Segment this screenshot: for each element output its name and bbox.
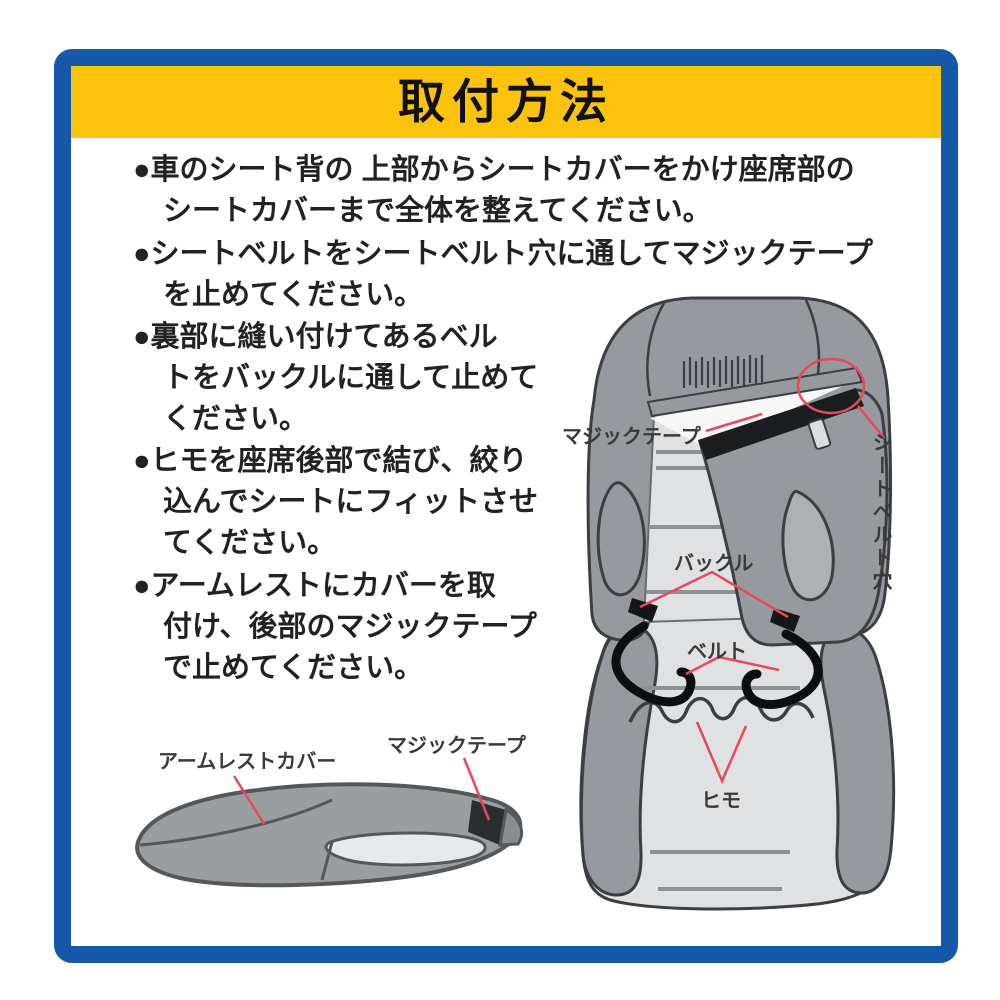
pointer-cord <box>695 721 748 785</box>
instruction-step-2: ●シートベルトをシートベルト穴に通してマジックテープ を止めてください。 <box>133 238 873 311</box>
armrest-illustration <box>135 782 523 888</box>
instruction-step-4: ●ヒモを座席後部で結び、絞り 込んでシートにフィットさせ てください。 <box>133 445 538 559</box>
label-armrest-cover: アームレストカバー <box>158 751 337 773</box>
label-seatbelt-hole: シートベルト穴 <box>869 432 891 593</box>
hatch-marks <box>682 355 764 388</box>
label-cord: ヒモ <box>701 790 741 812</box>
pointer-lines <box>232 357 885 825</box>
label-buckle: バックル <box>674 553 754 575</box>
pointer-armrest-velcro <box>462 757 491 821</box>
pointer-seatbelt-hole <box>857 405 885 439</box>
page-title: 取付方法 <box>398 75 614 128</box>
seat-back-illustration <box>586 296 893 647</box>
buckle-right <box>770 608 800 632</box>
seatbelt-hole-circle <box>796 357 866 415</box>
right-strap-loop <box>781 489 835 602</box>
header-band: 取付方法 <box>71 66 941 138</box>
buckle-left <box>628 598 658 622</box>
left-strap-loop <box>596 481 646 597</box>
pointer-armrest-cover <box>232 775 266 825</box>
pointer-velcro-seat <box>705 412 763 433</box>
instruction-step-5: ●アームレストにカバーを取 付け、後部のマジックテープ で止めてください。 <box>133 570 537 684</box>
armrest-velcro-strip <box>468 800 506 845</box>
instruction-step-3: ●裏部に縫い付けてあるベル トをバックルに通して止めて ください。 <box>133 321 539 435</box>
belt-straps <box>611 621 823 709</box>
cord-wavy-outline <box>628 695 815 724</box>
label-magic-tape-seat: マジックテープ <box>562 426 701 448</box>
instruction-step-1: ●車のシート背の 上部からシートカバーをかけ座席部の シートカバーまで全体を整え… <box>133 154 855 227</box>
label-belt: ベルト <box>687 641 747 663</box>
pointer-buckle <box>639 570 789 619</box>
label-magic-tape-armrest: マジックテープ <box>387 735 526 757</box>
pointer-belt <box>685 655 780 676</box>
velcro-strip <box>698 388 864 460</box>
